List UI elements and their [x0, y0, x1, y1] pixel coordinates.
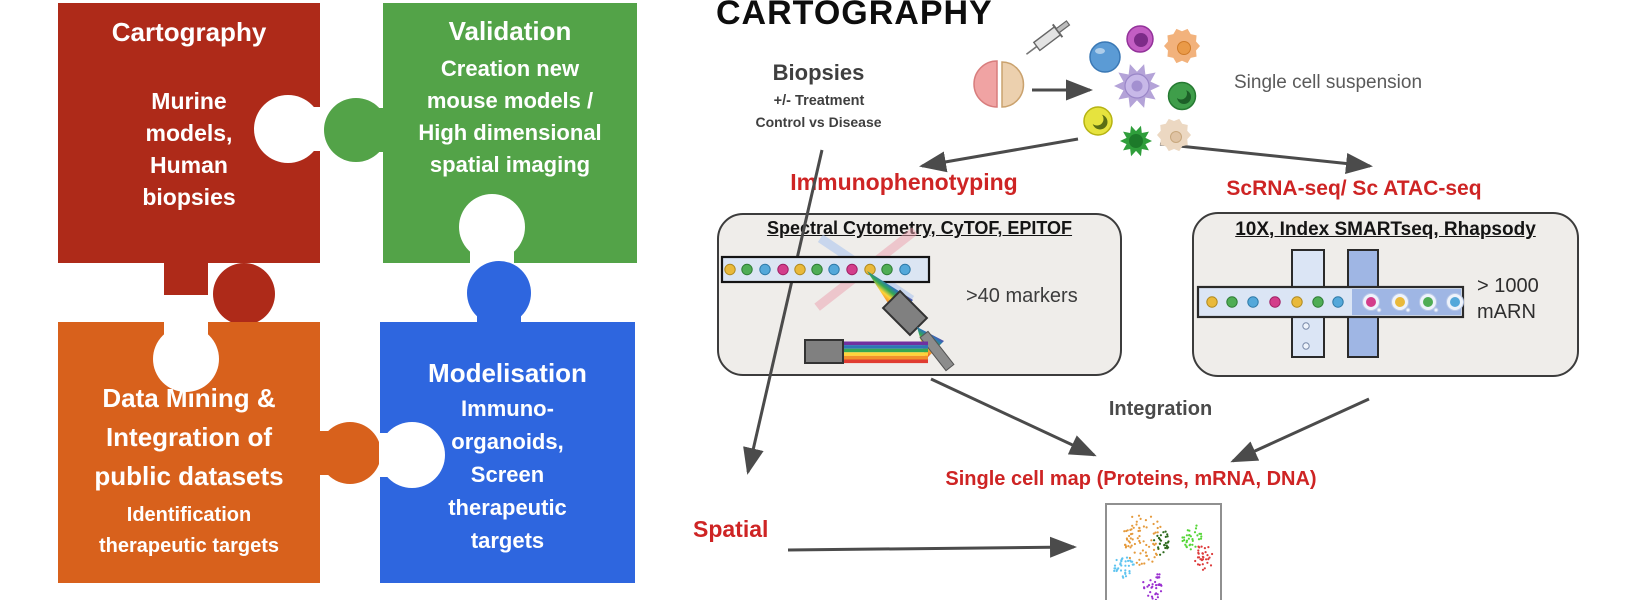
piece-line: biopsies	[142, 184, 236, 210]
cytometry-box-title: Spectral Cytometry, CyTOF, EPITOF	[766, 218, 1073, 238]
integration-label: Integration	[1108, 398, 1213, 420]
page-title: CARTOGRAPHY	[716, 0, 993, 32]
piece-line: High dimensional	[418, 120, 602, 145]
piece-line: Murine	[151, 88, 227, 114]
tab-bottom	[213, 263, 275, 325]
puzzle-piece-modelisation: Modelisation Immuno- organoids, Screen t…	[379, 261, 635, 583]
arrow-spatial-to-map	[787, 536, 1077, 558]
piece-title: Validation	[448, 16, 572, 46]
tab-bottom-neck	[164, 253, 208, 295]
scrnaseq-label: ScRNA-seq/ Sc ATAC-seq	[1226, 177, 1482, 200]
piece-line: Integration of	[105, 422, 273, 452]
piece-body: Data Mining & Integration of public data…	[58, 379, 320, 496]
puzzle-piece-cartography: Cartography Murine models, Human biopsie…	[58, 3, 322, 325]
biopsies-label: Biopsies	[772, 60, 865, 85]
magenta-cell-icon	[1126, 25, 1154, 53]
green-cell-icon	[1167, 81, 1197, 111]
brain-icon	[973, 60, 1025, 108]
puzzle-piece-datamining: Data Mining & Integration of public data…	[58, 321, 381, 583]
notch-bottom-neck	[470, 227, 514, 265]
piece-line: therapeutic targets	[98, 535, 280, 557]
piece-body: Creation new mouse models / High dimensi…	[383, 53, 637, 181]
piece-line: models,	[145, 120, 233, 146]
piece-subbody: Identification therapeutic targets	[58, 500, 320, 562]
piece-line: Human	[150, 152, 228, 178]
piece-line: targets	[470, 528, 545, 553]
notch-left-neck	[379, 433, 412, 477]
arrow-scrnaseq-to-map	[1230, 397, 1370, 463]
single-cell-suspension-label: Single cell suspension	[1234, 72, 1423, 93]
tab-top-neck	[477, 292, 521, 334]
tsne-map-thumbnail	[1105, 503, 1222, 600]
biopsies-treatment-label: +/- Treatment	[773, 93, 865, 109]
syringe-icon	[1025, 20, 1071, 55]
piece-line: public datasets	[94, 461, 284, 491]
yellow-cell-icon	[1083, 106, 1113, 136]
piece-line: spatial imaging	[429, 152, 591, 177]
piece-line: mouse models /	[426, 88, 594, 113]
mrna-unit-label: mARN	[1477, 301, 1536, 323]
piece-line: Creation new	[440, 56, 580, 81]
tab-left-neck	[369, 108, 397, 152]
mrna-count-label: > 1000	[1477, 275, 1539, 297]
beige-cell-icon	[1157, 118, 1191, 152]
piece-title: Modelisation	[428, 358, 587, 388]
notch-top-neck	[164, 321, 208, 359]
blue-cell-icon	[1089, 41, 1121, 73]
microfluidics-box-title: 10X, Index SMARTseq, Rhapsody	[1235, 219, 1536, 240]
piece-title: Cartography	[111, 17, 267, 47]
piece-body: Immuno- organoids, Screen therapeutic ta…	[380, 392, 635, 557]
arrow-to-immunophenotyping	[919, 137, 1079, 173]
piece-line: Identification	[126, 504, 252, 526]
markers-count-label: >40 markers	[966, 285, 1078, 307]
spatial-label: Spatial	[693, 516, 769, 542]
arrow-to-scrnaseq	[1159, 142, 1373, 174]
piece-line: Immuno-	[461, 396, 554, 421]
single-cell-map-label: Single cell map (Proteins, mRNA, DNA)	[945, 468, 1317, 490]
arrow-cytometry-to-map	[930, 377, 1097, 457]
tab-right-neck	[310, 431, 353, 475]
orange-macrophage-icon	[1164, 28, 1200, 64]
immunophenotyping-label: Immunophenotyping	[790, 169, 1018, 195]
dendritic-cell-icon	[1114, 64, 1160, 108]
green-spiky-cell-icon	[1120, 125, 1152, 157]
piece-line: organoids,	[451, 429, 564, 454]
tsne-scatter	[1113, 514, 1214, 600]
cell-suspension-icons	[1083, 25, 1200, 157]
piece-body: Murine models, Human biopsies	[58, 85, 320, 213]
piece-line: Screen	[470, 462, 545, 487]
piece-line: Data Mining &	[102, 383, 276, 413]
notch-right-neck	[286, 107, 322, 151]
puzzle-piece-validation: Validation Creation new mouse models / H…	[324, 3, 637, 265]
piece-line: therapeutic	[448, 495, 567, 520]
biopsies-control-label: Control vs Disease	[755, 114, 882, 130]
